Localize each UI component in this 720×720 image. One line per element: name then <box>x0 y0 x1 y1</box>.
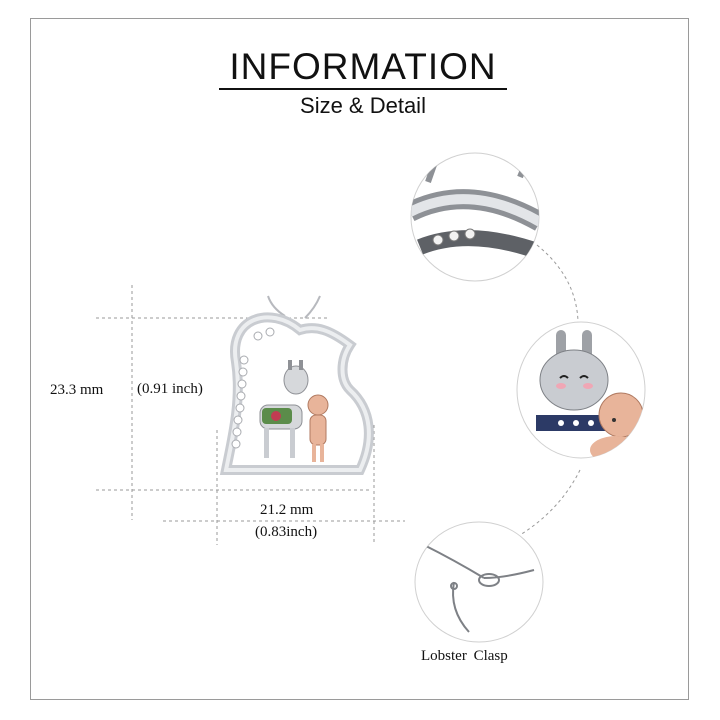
chain <box>267 295 321 319</box>
page-subtitle: Size & Detail <box>300 93 426 118</box>
width-mm-label: 21.2 mm <box>260 502 314 518</box>
page-title: INFORMATION <box>229 46 497 87</box>
detail-bail-closeup <box>410 152 540 282</box>
height-mm-label: 23.3 mm <box>50 382 104 398</box>
title-underline <box>219 88 507 90</box>
detail-clasp-closeup <box>414 521 544 643</box>
connector-top <box>536 244 579 331</box>
connector-bottom <box>519 469 581 536</box>
lobster-clasp-label: Lobster Clasp <box>421 648 508 664</box>
llama-figure <box>259 360 309 458</box>
image-frame <box>30 18 689 700</box>
gemstones <box>231 327 275 449</box>
width-inch-label: (0.83inch) <box>255 524 318 540</box>
detail-llama-closeup <box>516 321 646 459</box>
girl-figure <box>307 394 329 462</box>
height-inch-label: (0.91 inch) <box>137 381 203 397</box>
